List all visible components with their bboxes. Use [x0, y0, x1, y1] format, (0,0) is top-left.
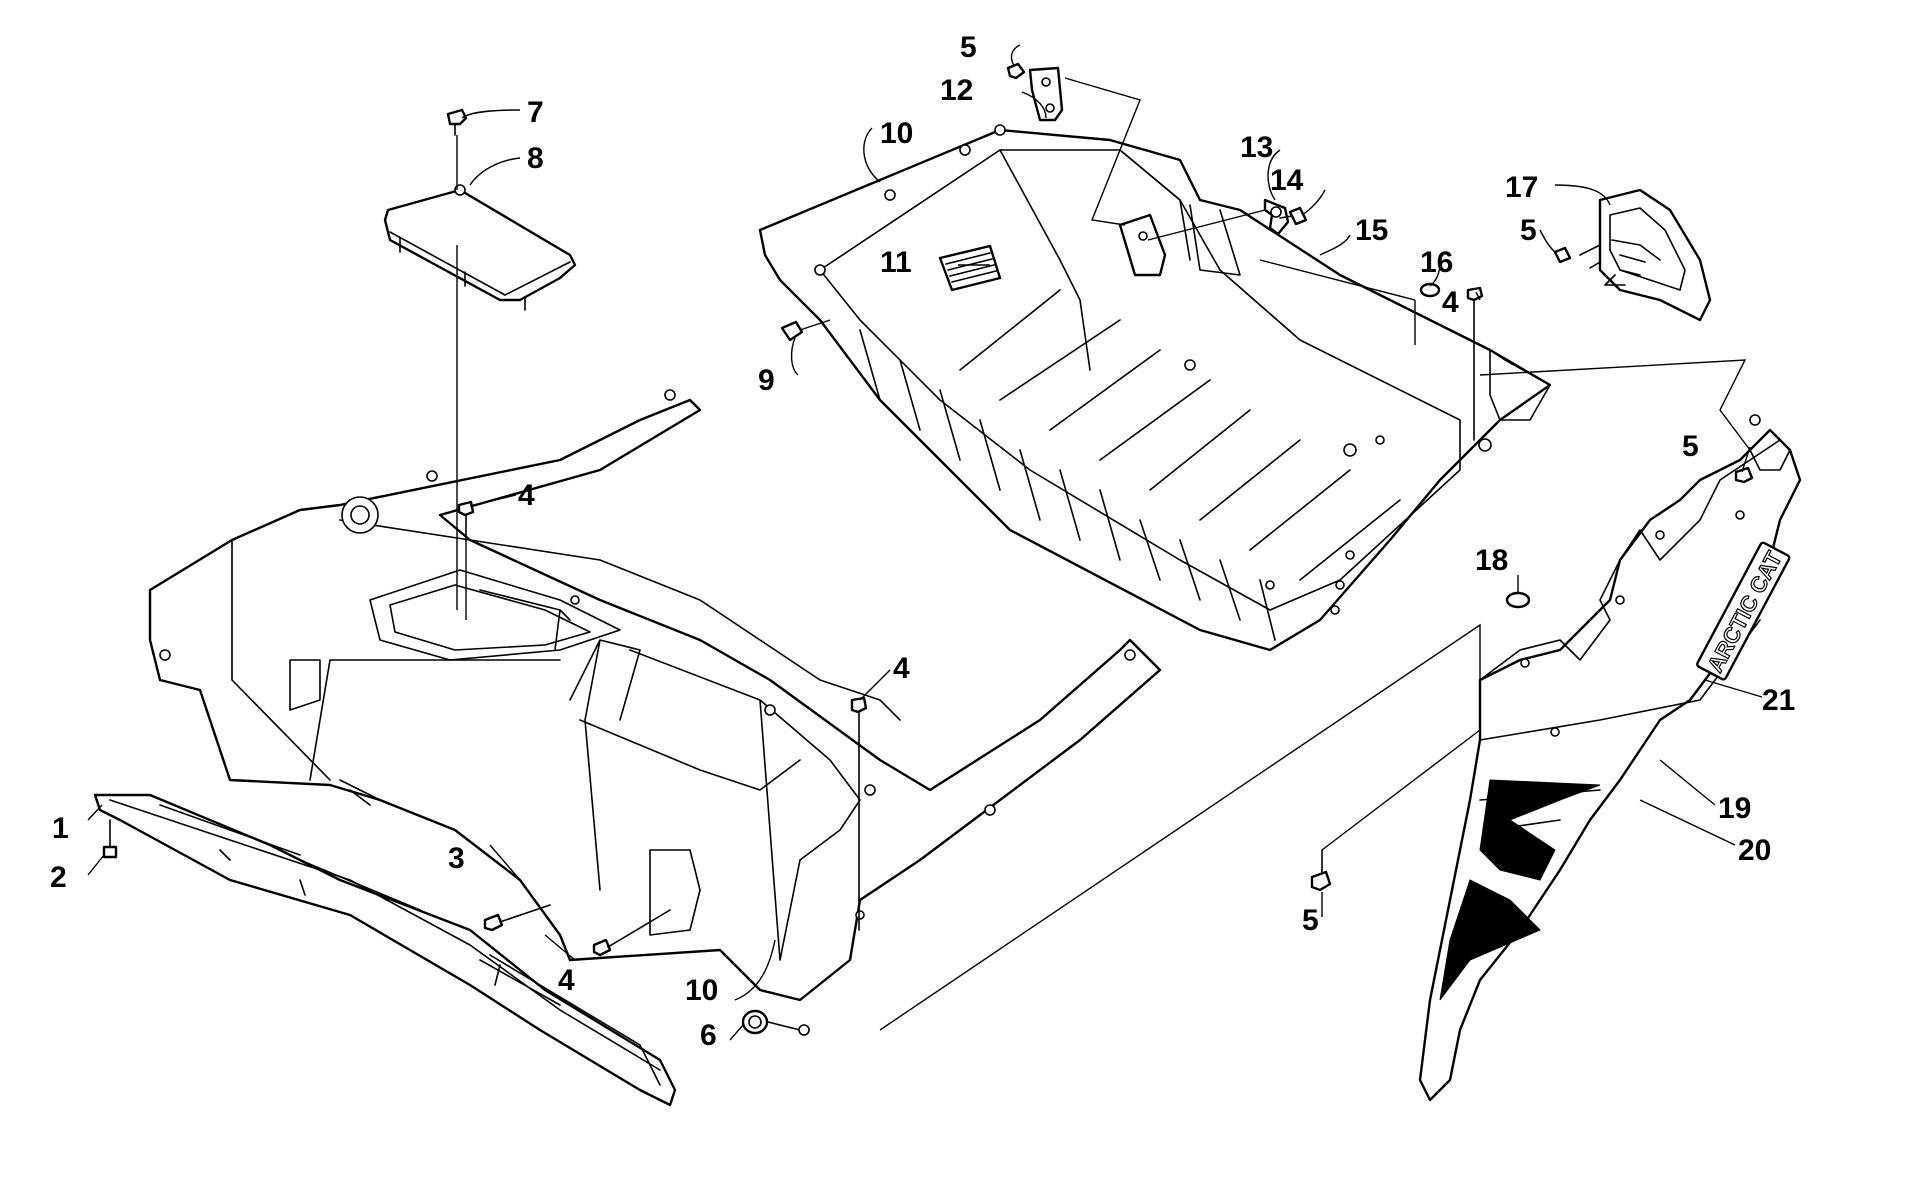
callout-5-tail-light: 5 — [1520, 214, 1537, 247]
callout-5-top: 5 — [960, 31, 977, 64]
callout-6: 6 — [700, 1019, 717, 1052]
bolt — [1279, 206, 1308, 226]
step-trim — [93, 793, 677, 1107]
tub-fastener-clip — [780, 320, 804, 342]
side-panel — [1418, 414, 1802, 1102]
screw-bottom-right — [592, 909, 671, 957]
callout-19: 19 — [1718, 792, 1751, 825]
callout-11: 11 — [880, 246, 912, 279]
alignment-line-clip — [1147, 209, 1266, 241]
callout-4-body-right: 4 — [893, 652, 910, 685]
warning-decal — [938, 244, 1002, 292]
callout-4-tub-right: 4 — [1442, 286, 1459, 319]
callout-5-side-upper: 5 — [1682, 430, 1699, 463]
light-nut — [1553, 246, 1572, 264]
tub-bracket — [1118, 213, 1167, 277]
screw-body-right — [850, 696, 868, 931]
trim-clip — [102, 819, 118, 859]
lid-screw — [446, 108, 468, 136]
callout-9: 9 — [758, 364, 775, 397]
callout-16: 16 — [1420, 246, 1453, 279]
callout-7: 7 — [527, 96, 544, 129]
alignment-line-tub-bracket — [1064, 77, 1141, 226]
callout-10-tub: 10 — [880, 117, 913, 150]
callout-20: 20 — [1738, 834, 1771, 867]
callout-21: 21 — [1762, 684, 1795, 717]
side-nut-lower — [1310, 849, 1332, 892]
storage-tub — [758, 124, 1552, 652]
retainer-clip — [1263, 198, 1290, 236]
callout-3: 3 — [448, 842, 465, 875]
tail-light — [1579, 188, 1712, 322]
callout-4-center: 4 — [518, 479, 535, 512]
alignment-line-side-upper — [1479, 359, 1751, 451]
mount-bracket — [1028, 66, 1064, 122]
grommet — [741, 1009, 810, 1036]
rear-body-panel — [148, 389, 1162, 1002]
callout-8: 8 — [527, 142, 544, 175]
callout-12: 12 — [940, 74, 973, 107]
alignment-line-15 — [1259, 259, 1416, 345]
alignment-line-nut-lower — [1321, 729, 1481, 851]
nut-top — [1006, 62, 1026, 80]
callout-17: 17 — [1505, 171, 1538, 204]
callout-1: 1 — [52, 812, 69, 845]
callout-4-bottom: 4 — [558, 964, 575, 997]
callout-2: 2 — [50, 861, 67, 894]
alignment-line-9 — [799, 319, 831, 331]
callout-13: 13 — [1240, 131, 1273, 164]
callout-14: 14 — [1270, 164, 1304, 197]
plug — [1505, 591, 1531, 609]
screw-center — [457, 500, 475, 541]
washer — [1419, 282, 1441, 298]
callout-labels: 1 2 3 4 4 4 4 5 5 5 5 6 7 8 9 10 10 11 1… — [50, 31, 1795, 1052]
storage-lid — [383, 184, 577, 311]
side-nut-upper — [1734, 466, 1754, 484]
alignment-line-side-lower — [879, 623, 1481, 1031]
callout-5-side-lower: 5 — [1302, 904, 1319, 937]
screw-bottom-left — [483, 904, 551, 932]
callout-15: 15 — [1355, 214, 1388, 247]
leader-lines — [87, 44, 1763, 1041]
callout-18: 18 — [1475, 544, 1508, 577]
callout-10-body: 10 — [685, 974, 718, 1007]
